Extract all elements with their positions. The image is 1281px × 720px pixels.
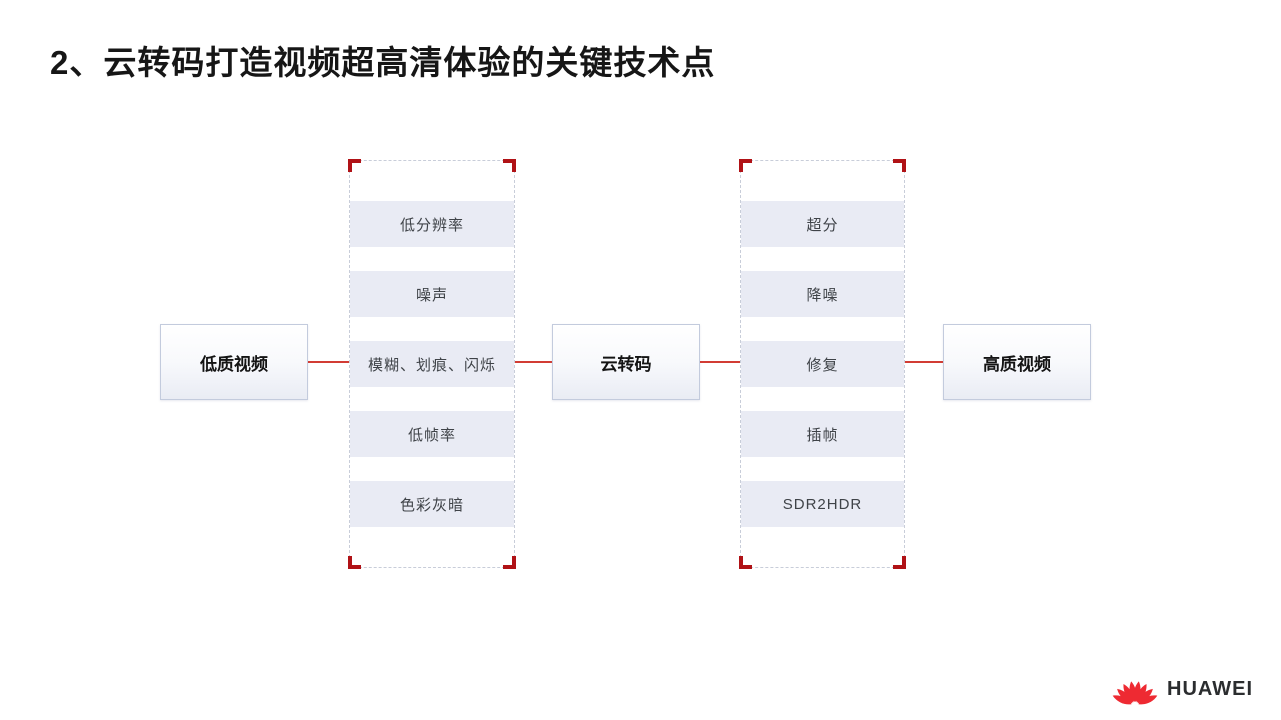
- defect-item: 低分辨率: [350, 201, 514, 247]
- defect-item: 模糊、划痕、闪烁: [350, 341, 514, 387]
- input-video-label: 低质视频: [200, 354, 268, 374]
- bracket-corner-icon: [893, 159, 906, 172]
- enhancement-item: 超分: [741, 201, 904, 247]
- huawei-logo-text: HUAWEI: [1167, 677, 1253, 700]
- input-video-node: 低质视频: [160, 324, 308, 400]
- connector-input-to-defects: [308, 361, 349, 363]
- defect-item: 低帧率: [350, 411, 514, 457]
- defects-group: 低分辨率 噪声 模糊、划痕、闪烁 低帧率 色彩灰暗: [348, 159, 516, 569]
- bracket-corner-icon: [739, 556, 752, 569]
- slide-title: 2、云转码打造视频超高清体验的关键技术点: [50, 44, 716, 81]
- enhancement-item: SDR2HDR: [741, 481, 904, 527]
- enhancement-item: 插帧: [741, 411, 904, 457]
- cloud-transcode-label: 云转码: [600, 354, 652, 374]
- cloud-transcode-node: 云转码: [552, 324, 700, 400]
- connector-defects-to-process: [515, 361, 552, 363]
- connector-enhancements-to-output: [905, 361, 943, 363]
- defect-item: 噪声: [350, 271, 514, 317]
- huawei-flower-icon: [1112, 681, 1158, 705]
- enhancements-group: 超分 降噪 修复 插帧 SDR2HDR: [739, 159, 906, 569]
- bracket-corner-icon: [503, 556, 516, 569]
- output-video-label: 高质视频: [983, 354, 1051, 374]
- bracket-corner-icon: [739, 159, 752, 172]
- bracket-corner-icon: [348, 556, 361, 569]
- enhancement-item: 修复: [741, 341, 904, 387]
- bracket-corner-icon: [348, 159, 361, 172]
- bracket-corner-icon: [893, 556, 906, 569]
- bracket-corner-icon: [503, 159, 516, 172]
- huawei-logo: HUAWEI: [1112, 672, 1253, 706]
- defect-item: 色彩灰暗: [350, 481, 514, 527]
- enhancement-item: 降噪: [741, 271, 904, 317]
- connector-process-to-enhancements: [700, 361, 740, 363]
- output-video-node: 高质视频: [943, 324, 1091, 400]
